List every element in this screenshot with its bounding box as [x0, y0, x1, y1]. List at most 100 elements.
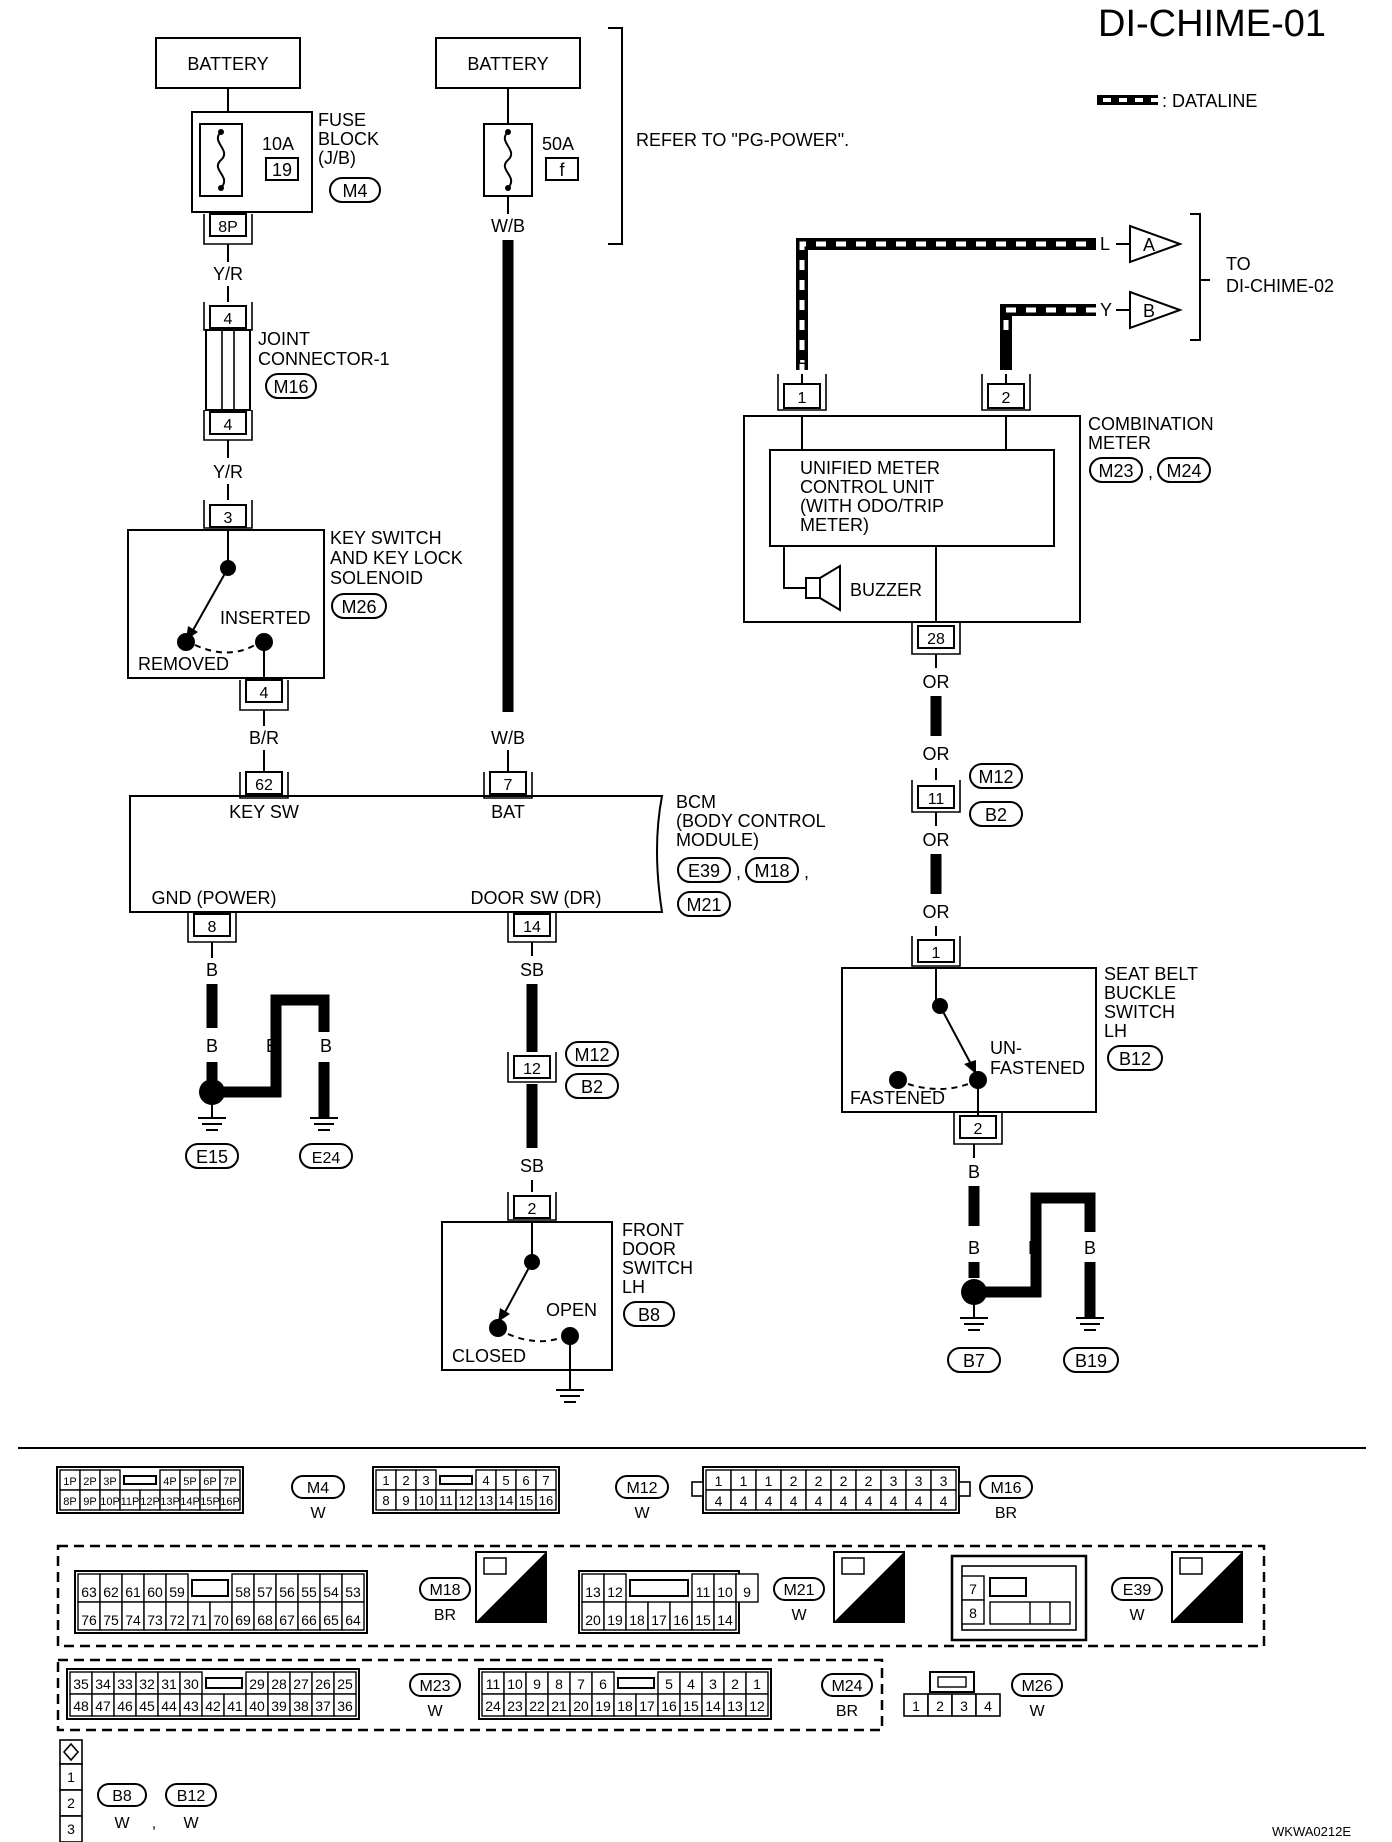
svg-text:DOOR SW (DR): DOOR SW (DR): [471, 888, 602, 908]
pin: 14: [705, 1698, 721, 1714]
svg-text:M16: M16: [273, 377, 308, 397]
hs-icon-e39: H.S.: [1171, 1551, 1243, 1623]
pin: 4: [687, 1676, 695, 1692]
svg-text:2: 2: [1002, 390, 1011, 407]
svg-text:2: 2: [974, 1121, 983, 1138]
pin: 56: [279, 1584, 295, 1600]
svg-text:KEY SWITCH: KEY SWITCH: [330, 528, 442, 548]
page-title: DI-CHIME-01: [1098, 3, 1326, 45]
pin: 2: [865, 1473, 873, 1489]
pin: 33: [117, 1676, 133, 1692]
pin: 65: [323, 1612, 339, 1628]
svg-text:M23: M23: [1098, 461, 1133, 481]
svg-text:MODULE): MODULE): [676, 830, 759, 850]
key-switch: 3 INSERTED REMOVED 4 KEY SWITCH AND KEY …: [127, 500, 463, 711]
svg-text:1: 1: [798, 390, 807, 407]
svg-text:CLOSED: CLOSED: [452, 1346, 526, 1366]
pin: 60: [147, 1584, 163, 1600]
pin: 35: [73, 1676, 89, 1692]
pin: 12P: [140, 1496, 160, 1508]
svg-text:W/B: W/B: [491, 728, 525, 748]
pin: 17: [639, 1698, 655, 1714]
pin: 30: [183, 1676, 199, 1692]
svg-text:B12: B12: [1119, 1049, 1151, 1069]
pin: 58: [235, 1584, 251, 1600]
pin: 32: [139, 1676, 155, 1692]
pin: 4: [740, 1493, 748, 1509]
connector-b8-id: B8: [112, 1788, 132, 1805]
pin: 5: [502, 1473, 509, 1488]
svg-text:DI-CHIME-02: DI-CHIME-02: [1226, 276, 1334, 296]
pin: 4: [840, 1493, 848, 1509]
front-door-switch: 2 OPEN CLOSED FRONT DOOR SWITCH LH B8: [441, 1192, 693, 1403]
svg-text:Y/R: Y/R: [213, 264, 243, 284]
pin: 10: [507, 1676, 523, 1692]
pin: 13: [585, 1584, 601, 1600]
svg-text:(WITH ODO/TRIP: (WITH ODO/TRIP: [800, 496, 944, 516]
pin: 22: [529, 1698, 545, 1714]
connector-m4-label-id: M4: [307, 1480, 329, 1497]
pin: 7: [542, 1473, 549, 1488]
svg-text:2: 2: [528, 1201, 537, 1218]
pin: 41: [227, 1698, 243, 1714]
ground-e24: E24: [312, 1150, 341, 1167]
svg-text:SOLENOID: SOLENOID: [330, 568, 423, 588]
pin: 13P: [160, 1496, 180, 1508]
svg-text:8P: 8P: [218, 219, 238, 236]
pin: 3: [67, 1821, 75, 1837]
ground-b7: B7: [963, 1351, 985, 1371]
pin: 57: [257, 1584, 273, 1600]
arrow-b: B: [1143, 301, 1155, 321]
pin: 1: [753, 1676, 761, 1692]
pin: 4: [765, 1493, 773, 1509]
pin: 11P: [121, 1496, 140, 1508]
pin: 61: [125, 1584, 141, 1600]
pin: 63: [81, 1584, 97, 1600]
connector-e39-label-color: W: [1129, 1607, 1145, 1624]
svg-text:SWITCH: SWITCH: [622, 1258, 693, 1278]
fusible-link: 50A f: [483, 123, 579, 197]
pin: 19: [595, 1698, 611, 1714]
pin: 44: [161, 1698, 177, 1714]
pin: 1: [382, 1473, 389, 1488]
fuse-block: 10A 19 FUSE BLOCK (J/B) M4 8P: [191, 110, 381, 245]
pin: 7: [969, 1581, 977, 1597]
pin: 70: [213, 1612, 229, 1628]
pin: 11: [696, 1584, 711, 1600]
pin: 15: [519, 1493, 533, 1508]
hs-label: H.S.: [1204, 1603, 1235, 1620]
pin: 4: [915, 1493, 923, 1509]
pin: 5: [665, 1676, 673, 1692]
svg-text:OR: OR: [923, 672, 950, 692]
connector-m4-label-color: W: [310, 1505, 326, 1522]
footer-code: WKWA0212E: [1272, 1824, 1351, 1839]
svg-text:12: 12: [523, 1061, 541, 1078]
to-bracket: [1190, 213, 1210, 341]
pin: 20: [585, 1612, 601, 1628]
pin: 43: [183, 1698, 199, 1714]
svg-text:4: 4: [260, 685, 269, 702]
pin: 2P: [83, 1476, 96, 1488]
fuse-block-connector: M4: [342, 181, 367, 201]
pin: 1P: [63, 1476, 76, 1488]
pin: 75: [103, 1612, 119, 1628]
svg-text:50A: 50A: [542, 134, 574, 154]
hs-icon-m18: H.S.: [475, 1551, 547, 1623]
pin: 38: [293, 1698, 309, 1714]
pin: 74: [125, 1612, 141, 1628]
pin: 2: [840, 1473, 848, 1489]
pin: 66: [301, 1612, 317, 1628]
ground-e15: E15: [196, 1147, 228, 1167]
pin: 53: [345, 1584, 361, 1600]
connector-b8-color: W: [114, 1815, 130, 1832]
svg-text:SB: SB: [520, 1156, 544, 1176]
pin: 2: [815, 1473, 823, 1489]
bcm: 62 KEY SW 7 BAT GND (POWER) DOOR SW (DR)…: [129, 771, 826, 943]
pin: 12: [607, 1584, 623, 1600]
svg-text:B8: B8: [638, 1305, 660, 1325]
svg-text:B2: B2: [985, 805, 1007, 825]
svg-text:B: B: [968, 1238, 980, 1258]
svg-text:FASTENED: FASTENED: [850, 1088, 945, 1108]
